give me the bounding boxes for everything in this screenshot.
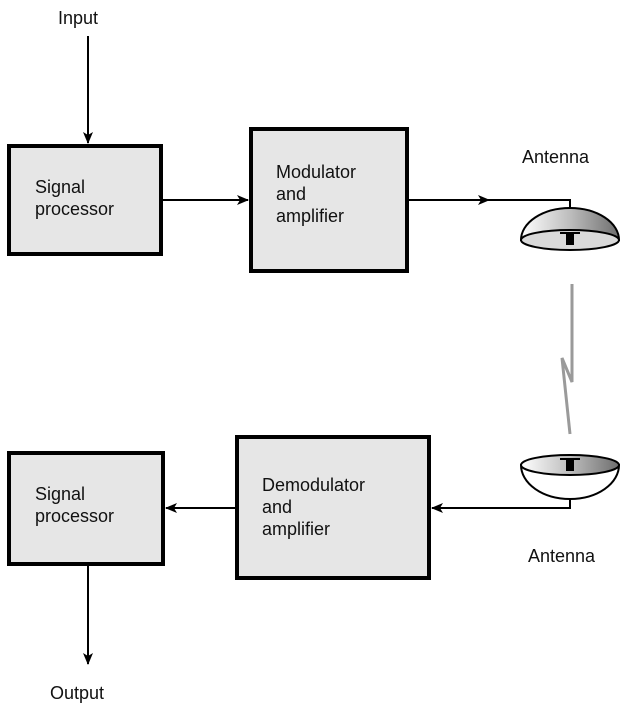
rx-demodulator-label: Demodulator and amplifier <box>262 475 370 539</box>
tx-modulator-label: Modulator and amplifier <box>276 162 361 226</box>
output-label: Output <box>50 683 104 703</box>
tx-modulator-box <box>249 127 409 273</box>
tx-signal-processor-label: Signal processor <box>35 177 114 219</box>
rx-signal-processor-box <box>7 451 165 566</box>
tx-antenna-dish-icon <box>519 207 621 251</box>
input-label: Input <box>58 8 98 28</box>
rx-antenna-feed <box>468 499 571 509</box>
rx-antenna-dish-icon <box>519 454 621 500</box>
wireless-link-zigzag <box>560 284 574 435</box>
rx-signal-processor-label: Signal processor <box>35 484 114 526</box>
rx-antenna-label: Antenna <box>528 546 596 566</box>
tx-antenna-label: Antenna <box>522 147 590 167</box>
